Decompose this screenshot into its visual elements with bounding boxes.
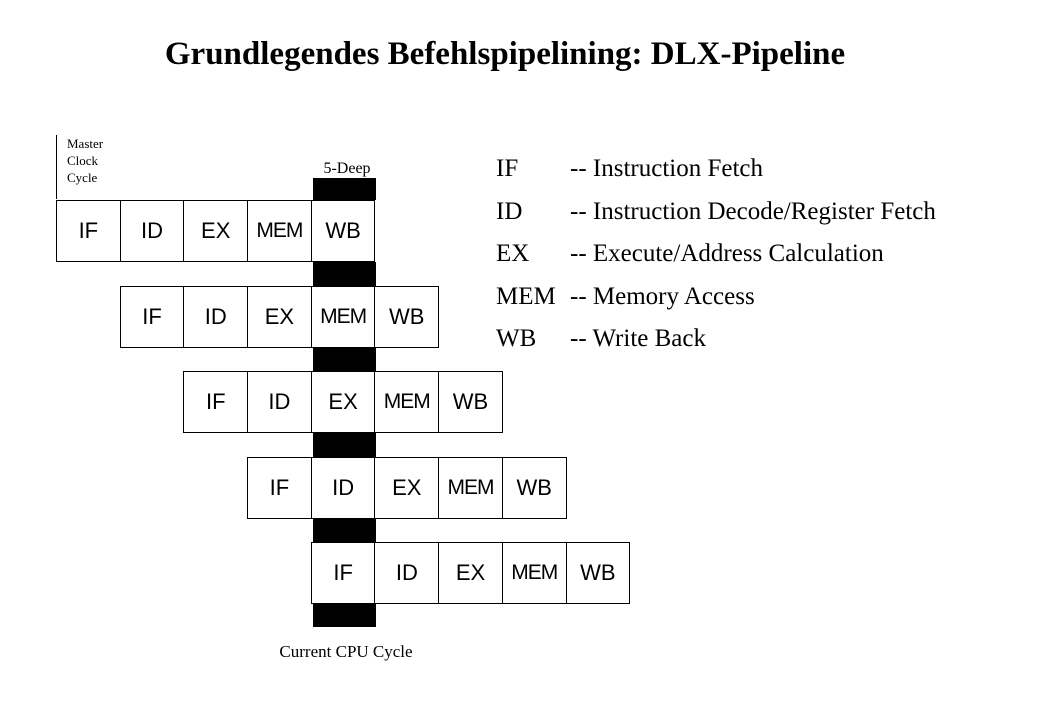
stage-cell-wb: WB xyxy=(566,542,631,604)
stage-cell-ex: EX xyxy=(375,456,440,519)
stage-cell-wb: WB xyxy=(375,285,440,348)
page-title: Grundlegendes Befehlspipelining: DLX-Pip… xyxy=(164,36,846,72)
current-cycle-stripe xyxy=(313,262,376,286)
stage-cell-if: IF xyxy=(184,371,249,433)
current-cycle-stripe xyxy=(313,433,376,457)
stage-cell-if: IF xyxy=(248,456,312,519)
stage-cell-id: ID xyxy=(311,456,376,519)
stage-cell-id: ID xyxy=(120,200,185,262)
stage-cell-id: ID xyxy=(184,285,249,348)
legend-row: ID -- Instruction Decode/Register Fetch xyxy=(496,191,936,234)
legend-desc: -- Instruction Fetch xyxy=(570,155,764,183)
current-cycle-stripe xyxy=(313,604,376,627)
stage-cell-wb: WB xyxy=(311,200,376,262)
stage-cell-if: IF xyxy=(120,285,185,348)
master-clock-line: Master xyxy=(67,136,104,151)
stage-cell-id: ID xyxy=(248,371,312,433)
master-clock-label: Master Clock Cycle xyxy=(56,135,120,199)
stage-cell-if: IF xyxy=(311,542,376,604)
current-cycle-stripe xyxy=(313,347,376,371)
legend-desc: -- Instruction Decode/Register Fetch xyxy=(570,197,936,225)
stage-cell-wb: WB xyxy=(502,456,567,519)
legend-desc: -- Write Back xyxy=(570,325,706,353)
stage-cell-mem: MEM xyxy=(375,371,440,433)
legend-abbr: WB xyxy=(496,325,537,353)
legend-row: MEM -- Memory Access xyxy=(496,276,936,319)
stage-cell-ex: EX xyxy=(439,542,503,604)
legend-row: WB -- Write Back xyxy=(496,318,936,361)
stage-cell-ex: EX xyxy=(184,200,249,262)
master-clock-line: Cycle xyxy=(67,170,98,185)
legend-desc: -- Memory Access xyxy=(570,282,755,310)
legend-abbr: ID xyxy=(496,197,523,225)
depth-label: 5-Deep xyxy=(323,160,371,177)
legend-abbr: MEM xyxy=(496,282,556,310)
stage-cell-mem: MEM xyxy=(439,456,503,519)
stage-cell-ex: EX xyxy=(248,285,312,348)
stage-cell-ex: EX xyxy=(311,371,376,433)
stage-cell-if: IF xyxy=(57,200,121,262)
current-cpu-cycle-label: Current CPU Cycle xyxy=(279,642,413,661)
master-clock-line: Clock xyxy=(67,153,99,168)
stage-cell-mem: MEM xyxy=(311,285,376,348)
legend-desc: -- Execute/Address Calculation xyxy=(570,240,884,268)
stage-cell-wb: WB xyxy=(439,371,503,433)
legend-row: IF -- Instruction Fetch xyxy=(496,148,936,191)
stage-cell-id: ID xyxy=(375,542,440,604)
current-cycle-stripe xyxy=(313,178,376,200)
stage-cell-mem: MEM xyxy=(502,542,567,604)
stage-legend: IF -- Instruction Fetch ID -- Instruction … xyxy=(496,148,936,361)
current-cycle-stripe xyxy=(313,518,376,542)
legend-row: EX -- Execute/Address Calculation xyxy=(496,233,936,276)
legend-abbr: IF xyxy=(496,155,519,183)
stage-cell-mem: MEM xyxy=(248,200,312,262)
legend-abbr: EX xyxy=(496,240,530,268)
